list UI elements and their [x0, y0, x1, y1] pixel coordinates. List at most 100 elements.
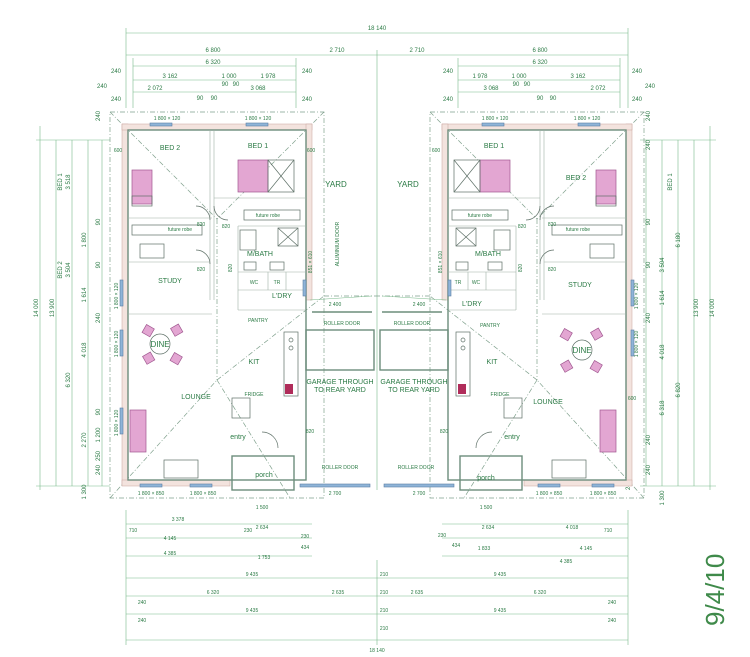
svg-text:9 435: 9 435 — [246, 608, 259, 614]
svg-text:2 400: 2 400 — [413, 302, 426, 308]
svg-text:WC: WC — [250, 280, 259, 286]
svg-text:1 800 × 120: 1 800 × 120 — [154, 116, 181, 122]
svg-text:1 800 × 120: 1 800 × 120 — [574, 116, 601, 122]
svg-text:L'DRY: L'DRY — [462, 301, 482, 308]
svg-text:2 634: 2 634 — [256, 525, 269, 531]
svg-text:ALUMINIUM DOOR: ALUMINIUM DOOR — [335, 221, 341, 266]
svg-text:KIT: KIT — [249, 359, 261, 366]
svg-text:240: 240 — [646, 464, 652, 475]
svg-text:future robe: future robe — [168, 227, 192, 233]
svg-text:210: 210 — [380, 608, 389, 614]
svg-text:240: 240 — [632, 69, 643, 75]
svg-text:GARAGE THROUGH: GARAGE THROUGH — [306, 379, 373, 386]
top-dimensions: 18 140 6 800 2 710 2 710 6 800 6 320 6 3… — [97, 26, 656, 490]
svg-text:1 800 × 120: 1 800 × 120 — [245, 116, 272, 122]
svg-text:2 635: 2 635 — [411, 590, 424, 596]
svg-text:porch: porch — [255, 472, 273, 479]
svg-text:1 800 × 120: 1 800 × 120 — [634, 283, 640, 310]
svg-text:2 072: 2 072 — [590, 86, 606, 92]
svg-text:240: 240 — [646, 434, 652, 445]
svg-text:240: 240 — [645, 84, 656, 90]
svg-text:230: 230 — [438, 533, 447, 539]
svg-text:M/BATH: M/BATH — [247, 251, 273, 258]
svg-text:820: 820 — [548, 267, 557, 273]
svg-text:820: 820 — [222, 224, 231, 230]
svg-text:820: 820 — [228, 264, 234, 273]
svg-text:240: 240 — [96, 312, 102, 323]
svg-text:1 800 × 850: 1 800 × 850 — [138, 491, 165, 497]
svg-text:1 614: 1 614 — [82, 287, 88, 303]
svg-text:9 435: 9 435 — [494, 608, 507, 614]
svg-text:240: 240 — [96, 464, 102, 475]
left-dimensions: 14 000 13 900 BED 1 3 518 BED 2 3 504 6 … — [34, 110, 110, 500]
svg-text:6 320: 6 320 — [205, 60, 221, 66]
svg-text:6 320: 6 320 — [66, 372, 72, 388]
svg-text:1 800 × 120: 1 800 × 120 — [114, 410, 120, 437]
svg-text:1 978: 1 978 — [472, 74, 488, 80]
svg-text:1 800: 1 800 — [82, 232, 88, 248]
svg-text:1 800 × 120: 1 800 × 120 — [114, 331, 120, 358]
svg-text:1 753: 1 753 — [258, 555, 271, 561]
svg-text:2 710: 2 710 — [329, 48, 345, 54]
svg-text:entry: entry — [230, 434, 246, 441]
svg-text:3 504: 3 504 — [660, 257, 666, 273]
svg-text:1 800 × 120: 1 800 × 120 — [114, 283, 120, 310]
svg-text:240: 240 — [138, 618, 147, 624]
svg-text:6 318: 6 318 — [660, 400, 666, 416]
svg-text:BED 2: BED 2 — [58, 261, 64, 279]
svg-text:2 700: 2 700 — [413, 491, 426, 497]
svg-text:240: 240 — [111, 69, 122, 75]
svg-text:3 068: 3 068 — [250, 86, 266, 92]
bed-2-left — [131, 169, 153, 205]
label-bed1-right: BED 1 — [484, 143, 504, 150]
svg-text:6 320: 6 320 — [207, 590, 220, 596]
svg-text:250: 250 — [96, 450, 102, 461]
centre-garage: YARD YARD ROLLER DOOR ROLLER DOOR GARAGE… — [299, 180, 455, 497]
bed-1-left — [237, 159, 269, 193]
svg-text:PANTRY: PANTRY — [248, 318, 268, 324]
svg-text:851 × 610: 851 × 610 — [308, 251, 314, 274]
svg-text:1 614: 1 614 — [660, 290, 666, 306]
svg-text:2 270: 2 270 — [82, 432, 88, 448]
svg-text:2 634: 2 634 — [482, 525, 495, 531]
svg-text:230: 230 — [244, 528, 253, 534]
label-bed1-left: BED 1 — [248, 143, 268, 150]
svg-text:2 635: 2 635 — [332, 590, 345, 596]
svg-text:14 000: 14 000 — [34, 298, 40, 317]
svg-text:LOUNGE: LOUNGE — [533, 399, 563, 406]
svg-text:90: 90 — [222, 82, 229, 88]
svg-text:4 018: 4 018 — [82, 342, 88, 358]
label-yard-left: YARD — [325, 180, 347, 189]
svg-text:PANTRY: PANTRY — [480, 323, 500, 329]
svg-text:240: 240 — [608, 600, 617, 606]
handwritten-date: 9/4/10 — [700, 554, 730, 626]
right-unit: 1 800 × 120 1 800 × 120 1 800 × 120 1 80… — [413, 116, 640, 511]
svg-text:future robe: future robe — [468, 213, 492, 219]
svg-text:90: 90 — [550, 96, 557, 102]
svg-text:4 145: 4 145 — [164, 536, 177, 542]
svg-text:ROLLER DOOR: ROLLER DOOR — [398, 465, 435, 471]
svg-text:851 × 610: 851 × 610 — [438, 251, 444, 274]
svg-text:240: 240 — [302, 97, 313, 103]
svg-text:LOUNGE: LOUNGE — [181, 394, 211, 401]
svg-text:210: 210 — [380, 626, 389, 632]
svg-text:FRIDGE: FRIDGE — [491, 392, 511, 398]
svg-text:DINE: DINE — [572, 346, 591, 355]
svg-text:TO REAR YARD: TO REAR YARD — [388, 387, 440, 394]
svg-text:240: 240 — [443, 69, 454, 75]
svg-text:1 800 × 850: 1 800 × 850 — [190, 491, 217, 497]
svg-text:ROLLER DOOR: ROLLER DOOR — [322, 465, 359, 471]
svg-text:90: 90 — [524, 82, 531, 88]
svg-text:820: 820 — [197, 267, 206, 273]
svg-text:14 000: 14 000 — [710, 298, 716, 317]
svg-text:4 145: 4 145 — [580, 546, 593, 552]
svg-text:2 700: 2 700 — [329, 491, 342, 497]
svg-text:2 072: 2 072 — [147, 86, 163, 92]
svg-text:6 180: 6 180 — [676, 232, 682, 248]
svg-text:820: 820 — [548, 222, 557, 228]
svg-text:820: 820 — [518, 224, 527, 230]
svg-text:1 000: 1 000 — [221, 74, 237, 80]
svg-text:1 500: 1 500 — [480, 505, 493, 511]
svg-text:BED 1: BED 1 — [58, 173, 64, 191]
svg-text:6 820: 6 820 — [676, 382, 682, 398]
